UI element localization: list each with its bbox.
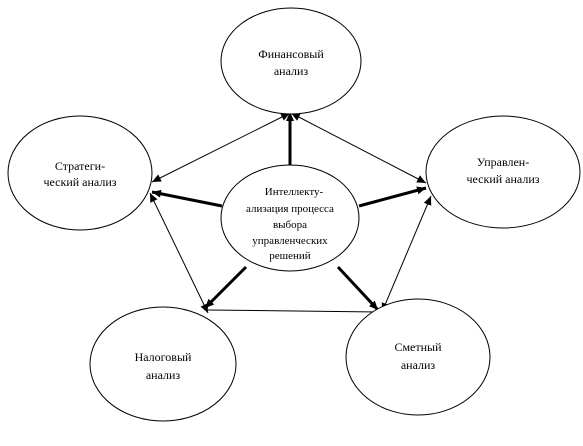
spoke-budget <box>336 265 380 312</box>
node-center-line-3: выбора <box>273 219 307 231</box>
node-management-line-2: ческий анализ <box>467 172 540 186</box>
node-management-line-1: Управлен- <box>477 155 529 169</box>
node-center-line-2: ализация процесса <box>246 203 334 215</box>
spoke-management <box>358 186 427 208</box>
arrow-tax-budget <box>207 309 379 313</box>
node-strategy: Стратеги- ческий анализ <box>7 115 153 231</box>
node-management: Управлен- ческий анализ <box>425 115 581 229</box>
node-finance: Финансовый анализ <box>220 7 362 115</box>
node-budget-line-1: Сметный <box>394 340 442 354</box>
node-center-line-5: решений <box>269 250 311 262</box>
spoke-strategy <box>151 189 223 208</box>
arrow-strategy-finance <box>151 112 291 183</box>
node-budget-line-2: анализ <box>401 358 436 372</box>
spokes <box>151 112 427 312</box>
node-center-line-4: управленческих <box>252 235 328 247</box>
spoke-tax <box>203 265 248 310</box>
arrow-management-budget <box>381 195 432 313</box>
node-strategy-line-2: ческий анализ <box>44 175 117 189</box>
node-tax-line-2: анализ <box>146 368 181 382</box>
node-finance-line-2: анализ <box>274 64 309 78</box>
arrow-strategy-tax <box>149 192 209 314</box>
node-tax-line-1: Налоговый <box>135 350 192 364</box>
outer-connections <box>149 112 432 314</box>
node-center-line-1: Интеллекту- <box>265 186 324 198</box>
node-finance-line-1: Финансовый <box>258 47 324 61</box>
node-strategy-line-1: Стратеги- <box>55 159 105 173</box>
arrow-finance-management <box>290 112 427 184</box>
node-budget: Сметный анализ <box>345 298 491 416</box>
node-tax: Налоговый анализ <box>89 306 237 422</box>
node-center: Интеллекту- ализация процесса выбора упр… <box>220 164 360 272</box>
